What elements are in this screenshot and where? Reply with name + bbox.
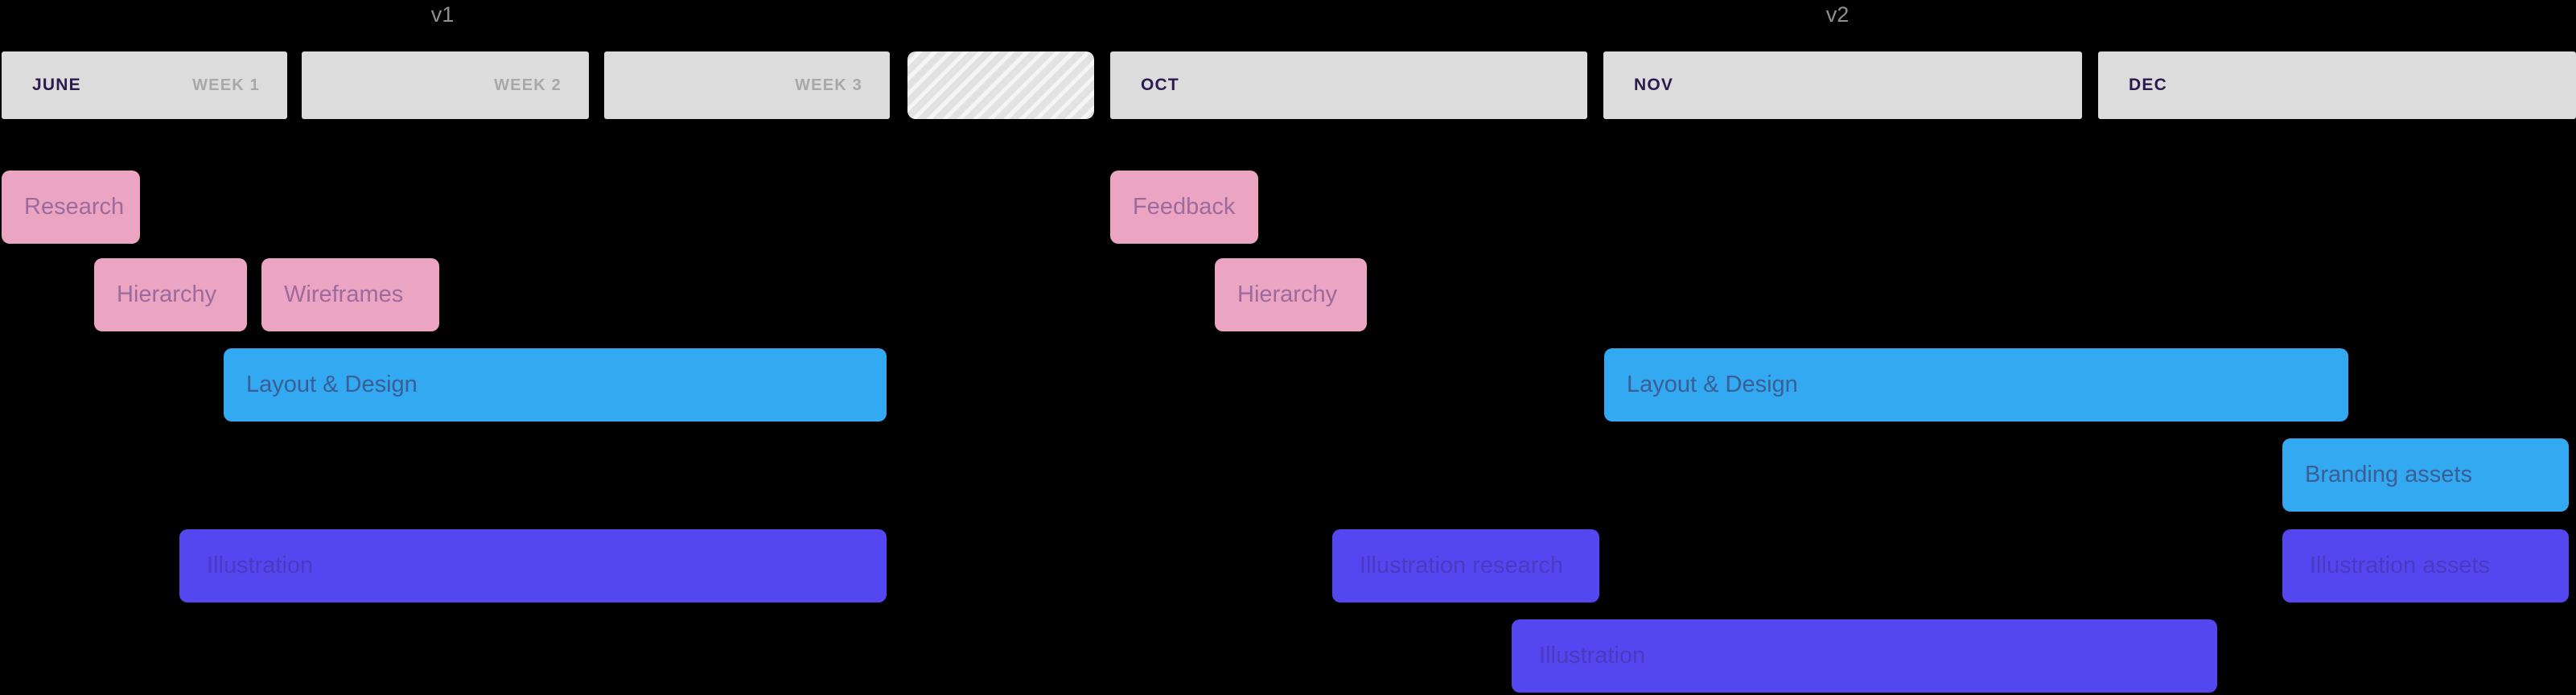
task-bar-illustration-research[interactable]: Illustration research bbox=[1332, 529, 1599, 602]
task-bar-hierarchy-v2[interactable]: Hierarchy bbox=[1215, 258, 1367, 331]
task-label: Layout & Design bbox=[246, 372, 418, 397]
task-bar-wireframes[interactable]: Wireframes bbox=[261, 258, 439, 331]
header-segment-week2: WEEK 2 bbox=[302, 51, 589, 119]
task-label: Hierarchy bbox=[1237, 282, 1338, 307]
task-label: Illustration research bbox=[1360, 553, 1564, 578]
task-label: Illustration bbox=[1539, 643, 1646, 668]
task-bar-layout-design-v2[interactable]: Layout & Design bbox=[1604, 348, 2348, 422]
task-bar-branding-assets[interactable]: Branding assets bbox=[2282, 438, 2569, 512]
task-bar-illustration-v2[interactable]: Illustration bbox=[1512, 619, 2217, 693]
week-label-1: WEEK 1 bbox=[192, 76, 260, 94]
task-bar-illustration-v1[interactable]: Illustration bbox=[179, 529, 887, 602]
week-label-2: WEEK 2 bbox=[494, 76, 562, 94]
header-segment-oct: OCT bbox=[1110, 51, 1587, 119]
header-segment-nov: NOV bbox=[1603, 51, 2082, 119]
header-segment-june-week1: JUNE WEEK 1 bbox=[2, 51, 287, 119]
task-label: Hierarchy bbox=[117, 282, 217, 307]
task-bar-hierarchy-v1[interactable]: Hierarchy bbox=[94, 258, 247, 331]
month-label-dec: DEC bbox=[2129, 76, 2167, 94]
task-label: Research bbox=[24, 194, 125, 220]
header-segment-week3: WEEK 3 bbox=[604, 51, 890, 119]
task-bar-feedback[interactable]: Feedback bbox=[1110, 171, 1258, 244]
task-label: Branding assets bbox=[2305, 462, 2472, 487]
task-label: Wireframes bbox=[284, 282, 404, 307]
month-label-nov: NOV bbox=[1634, 76, 1674, 94]
version-label-v2: v2 bbox=[1825, 2, 1850, 27]
task-label: Feedback bbox=[1133, 194, 1236, 220]
month-label-june: JUNE bbox=[32, 76, 81, 94]
task-label: Illustration assets bbox=[2310, 553, 2491, 578]
task-label: Layout & Design bbox=[1627, 372, 1798, 397]
timeline-break-hatched bbox=[907, 51, 1094, 119]
task-bar-layout-design-v1[interactable]: Layout & Design bbox=[224, 348, 887, 422]
month-label-oct: OCT bbox=[1141, 76, 1179, 94]
task-bar-illustration-assets[interactable]: Illustration assets bbox=[2282, 529, 2569, 602]
header-segment-dec: DEC bbox=[2098, 51, 2576, 119]
task-label: Illustration bbox=[207, 553, 314, 578]
week-label-3: WEEK 3 bbox=[795, 76, 862, 94]
version-label-v1: v1 bbox=[430, 2, 455, 27]
task-bar-research[interactable]: Research bbox=[2, 171, 140, 244]
